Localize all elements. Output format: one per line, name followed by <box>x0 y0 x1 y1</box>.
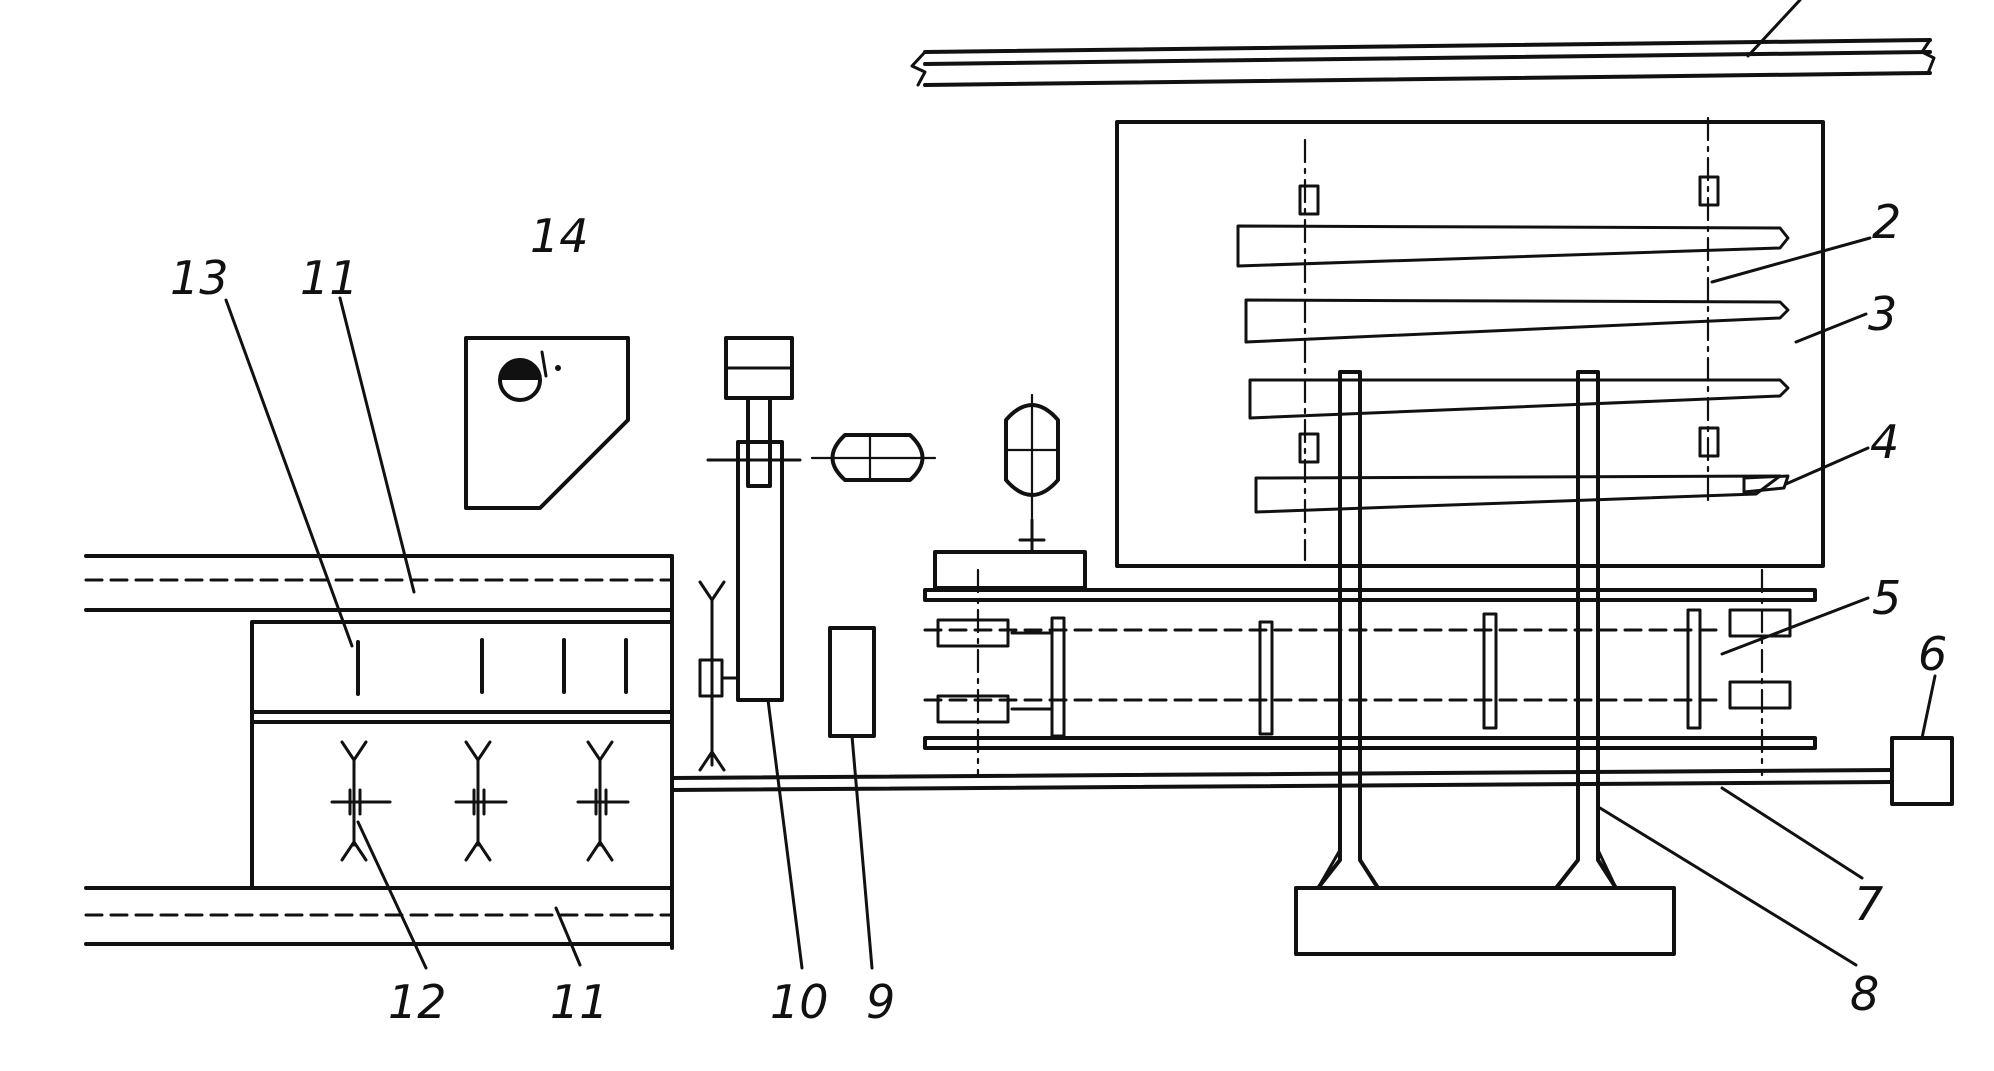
label-14: 14 <box>530 209 589 263</box>
drive-block <box>936 694 1010 724</box>
label-11-bottom: 11 <box>550 975 609 1029</box>
slab-tip <box>1742 474 1790 494</box>
end-unit <box>1890 736 1954 806</box>
callout-labels: 2 3 4 5 6 7 8 9 10 11 11 12 13 14 <box>170 195 1947 1029</box>
work-bed <box>250 620 674 890</box>
label-13: 13 <box>170 251 229 305</box>
drive-block <box>936 618 1010 648</box>
gantry <box>1294 370 1676 956</box>
hanger-block <box>1298 432 1320 464</box>
left-assembly <box>84 554 674 950</box>
drive-block <box>1728 680 1792 710</box>
roller-conveyor <box>923 393 1817 777</box>
control-panel-14 <box>464 336 630 510</box>
gauge-fill <box>500 360 540 380</box>
drive-block <box>1728 608 1792 638</box>
drive-plate <box>933 550 1087 590</box>
slab-3 <box>1248 378 1790 420</box>
roller <box>1482 612 1498 730</box>
roller <box>1050 616 1066 738</box>
clamp <box>576 740 630 862</box>
label-7: 7 <box>1854 877 1883 931</box>
hanger-block <box>1698 426 1720 458</box>
horizontal-motor <box>810 433 937 482</box>
clamp-12 <box>330 740 392 862</box>
label-3: 3 <box>1868 287 1897 341</box>
label-11-top: 11 <box>300 251 359 305</box>
gantry-base <box>1294 886 1676 956</box>
label-9: 9 <box>866 975 895 1029</box>
label-6: 6 <box>1918 627 1947 681</box>
lift-tower <box>698 336 802 772</box>
slab-4 <box>1254 474 1782 514</box>
lift-column <box>736 440 784 702</box>
label-5: 5 <box>1872 571 1901 625</box>
top-beam <box>910 0 1936 87</box>
label-2: 2 <box>1872 195 1901 249</box>
leader-lines <box>224 236 1937 970</box>
label-10: 10 <box>770 975 829 1029</box>
slab-1 <box>1236 224 1790 268</box>
label-12: 12 <box>388 975 447 1029</box>
hanger-block <box>1698 175 1720 207</box>
vertical-motor <box>1004 403 1060 497</box>
roller <box>1258 620 1274 736</box>
slab-2 <box>1244 298 1790 344</box>
cabinet-9 <box>828 626 876 738</box>
storage-frame <box>1115 116 1825 568</box>
label-8: 8 <box>1850 967 1879 1021</box>
roller <box>1686 608 1702 730</box>
label-4: 4 <box>1870 415 1899 469</box>
hanger-block <box>1298 184 1320 216</box>
clamp <box>454 740 508 862</box>
